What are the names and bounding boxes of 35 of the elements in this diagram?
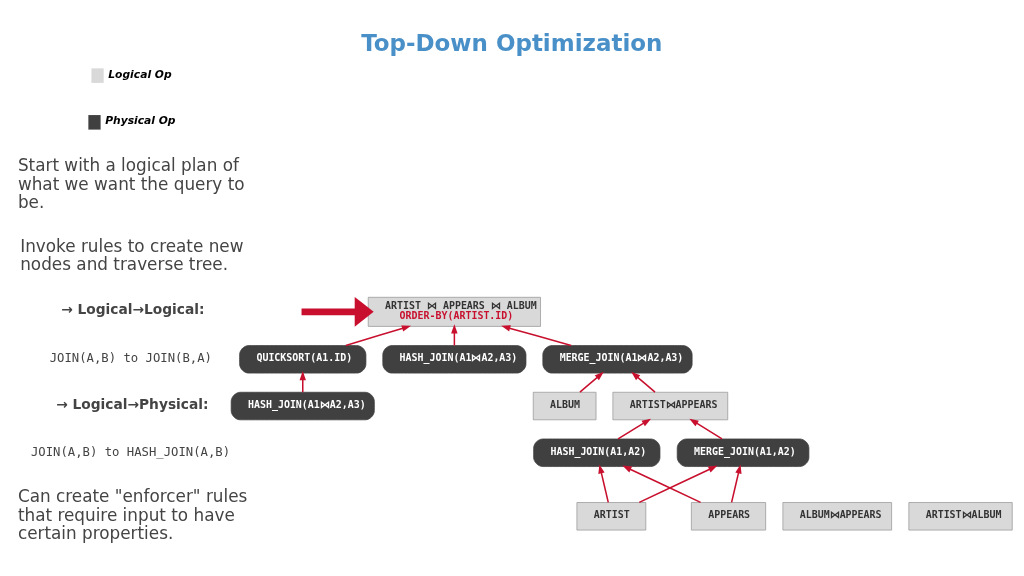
label: → Logical→Physical: bbox=[56, 395, 209, 412]
arrow bbox=[617, 418, 652, 440]
diagram-title: Top-Down Optimization bbox=[361, 29, 663, 56]
label: Can create "enforcer" rules that require input to have certain properties. bbox=[17, 485, 248, 543]
node-box: QUICKSORT(A1.ID) bbox=[239, 344, 367, 373]
node-box: APPEARS bbox=[691, 501, 767, 530]
node-box: ALBUM⋈APPEARS bbox=[782, 501, 892, 530]
node-box: HASH_JOIN(A1,A2) bbox=[533, 438, 661, 467]
label: JOIN(A,B) to HASH_JOIN(A,B) bbox=[30, 444, 231, 459]
arrow bbox=[638, 465, 718, 503]
node-box: ARTIST⋈APPEARS bbox=[612, 391, 729, 420]
arrow bbox=[345, 324, 412, 346]
node-box: ARTIST bbox=[576, 501, 647, 530]
label: JOIN(A,B) to JOIN(B,A) bbox=[49, 350, 212, 365]
node-box: ARTIST ⋈ APPEARS ⋈ ALBUM ORDER-BY(ARTIST.ID) bbox=[367, 296, 541, 327]
node-box: ARTIST⋈ALBUM bbox=[908, 501, 1013, 530]
node-box: ALBUM bbox=[532, 391, 597, 420]
arrow bbox=[301, 296, 374, 327]
arrow bbox=[631, 371, 656, 393]
node-box: MERGE_JOIN(A1,A2) bbox=[676, 438, 810, 467]
arrow bbox=[689, 418, 723, 440]
legend-label: Physical Op bbox=[105, 113, 176, 127]
label: → Logical→Logical: bbox=[61, 300, 205, 317]
label: Invoke rules to create new nodes and traverse tree. bbox=[20, 235, 244, 274]
arrow bbox=[598, 463, 610, 503]
arrow bbox=[622, 465, 702, 503]
arrow bbox=[730, 463, 742, 503]
legend-label: Logical Op bbox=[108, 67, 172, 81]
node-box: HASH_JOIN(A1⋈A2,A3) bbox=[382, 344, 527, 373]
arrow bbox=[579, 371, 604, 393]
arrow bbox=[501, 324, 572, 346]
node-box: HASH_JOIN(A1⋈A2,A3) bbox=[230, 391, 375, 420]
node-box: MERGE_JOIN(A1⋈A2,A3) bbox=[542, 344, 693, 373]
arrow bbox=[299, 370, 306, 393]
label: Start with a logical plan of what we want the query to be. bbox=[17, 154, 245, 212]
